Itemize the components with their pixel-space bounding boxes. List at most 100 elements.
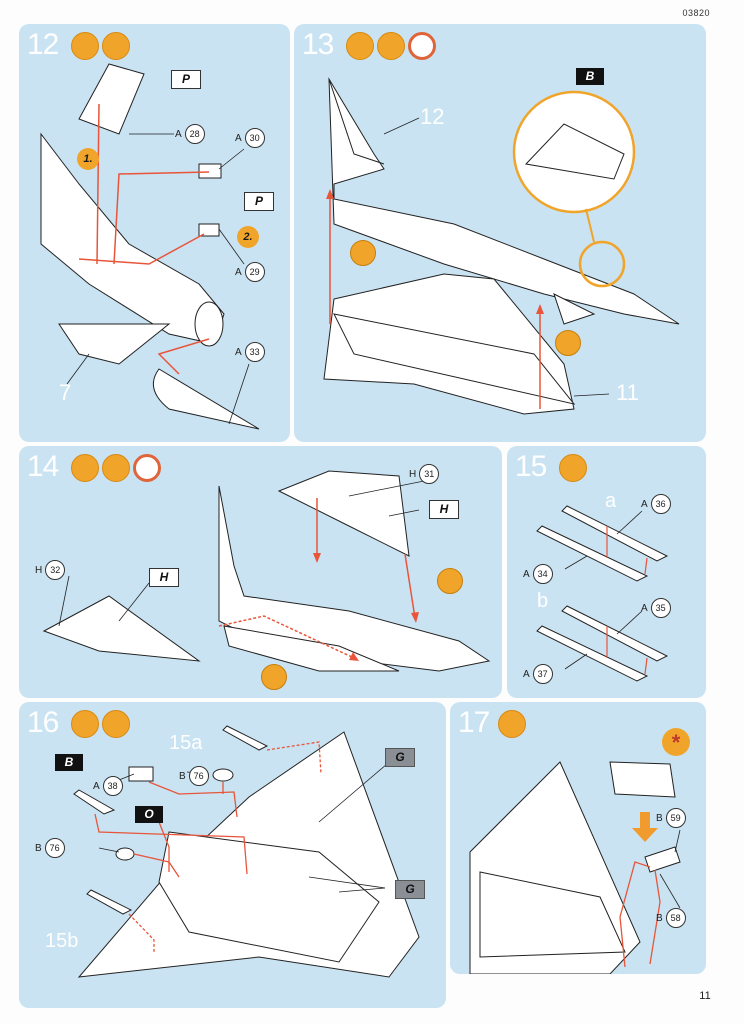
- part-label: A 37: [523, 664, 553, 684]
- part-number: 28: [184, 124, 205, 144]
- glue-tube-icon: [71, 32, 99, 60]
- sprue-letter: A: [641, 602, 648, 614]
- sprue-letter: A: [235, 266, 242, 278]
- flag-b: B: [55, 754, 83, 771]
- step-number: 12: [27, 28, 59, 61]
- glue-tube-icon: [71, 710, 99, 738]
- paint-brush-icon: [377, 32, 405, 60]
- step-16-illustration: [73, 725, 420, 978]
- page-number: 11: [699, 990, 711, 1002]
- reference-label: 7: [59, 380, 72, 405]
- product-code: 03820: [682, 8, 710, 18]
- step-15-panel: 15 a b A 36 A 34 A 35 A 37: [507, 446, 706, 698]
- step-12-panel: 12 P P 1. 2. A 28 A 30 A 29 A 33 7: [19, 24, 290, 442]
- paint-brush-icon: [102, 454, 130, 482]
- part-number: 33: [244, 342, 265, 362]
- sprue-letter: H: [35, 564, 43, 576]
- step-number: 16: [27, 706, 59, 739]
- part-number: 76: [44, 838, 65, 858]
- part-number: 31: [419, 464, 440, 484]
- sprue-letter: B: [656, 912, 663, 924]
- part-label: B 76: [179, 766, 209, 786]
- step-13-panel: 13 B 12 11: [294, 24, 706, 442]
- part-number: 32: [45, 560, 66, 580]
- sprue-letter: A: [523, 668, 530, 680]
- paint-brush-icon: [102, 32, 130, 60]
- sprue-letter: H: [409, 468, 417, 480]
- special-note-icon: *: [662, 728, 690, 756]
- step-16-icons: [71, 710, 130, 738]
- sprue-letter: B: [35, 842, 42, 854]
- part-number: 36: [650, 494, 671, 514]
- step-number: 15: [515, 450, 547, 483]
- glue-icon: [555, 330, 581, 356]
- flag-b: B: [576, 68, 604, 85]
- sub-label-15a: 15a: [169, 732, 203, 754]
- step-17-illustration: [469, 761, 681, 974]
- reference-label: 12: [420, 104, 445, 129]
- part-number: 35: [650, 598, 671, 618]
- paint-brush-icon: [102, 710, 130, 738]
- sub-label-15b: 15b: [45, 930, 79, 952]
- part-label: H 31: [409, 464, 440, 484]
- sprue-letter: B: [656, 812, 663, 824]
- glue-icon: [437, 568, 463, 594]
- part-number: 76: [188, 766, 209, 786]
- part-label: A 33: [235, 342, 265, 362]
- sprue-letter: A: [93, 780, 100, 792]
- part-label: B 76: [35, 838, 65, 858]
- part-number: 34: [532, 564, 553, 584]
- part-number: 58: [665, 908, 686, 928]
- part-number: 38: [102, 776, 123, 796]
- flag-o: O: [135, 806, 163, 823]
- step-17-icons: [498, 710, 526, 738]
- part-label: A 29: [235, 262, 265, 282]
- flag-g: G: [395, 880, 425, 899]
- flag-h: H: [429, 500, 459, 519]
- sprue-letter: A: [175, 128, 182, 140]
- flag-p: P: [171, 70, 201, 89]
- glue-tube-icon: [498, 710, 526, 738]
- step-number: 14: [27, 450, 59, 483]
- step-14-icons: [71, 454, 161, 482]
- part-label: B 58: [656, 908, 686, 928]
- clock-icon: [408, 32, 436, 60]
- sequence-marker: 2.: [237, 226, 259, 248]
- clock-icon: [133, 454, 161, 482]
- sequence-marker: 1.: [77, 148, 99, 170]
- sprue-letter: A: [523, 568, 530, 580]
- sprue-letter: A: [235, 132, 242, 144]
- part-number: 29: [244, 262, 265, 282]
- step-15-icons: [559, 454, 587, 482]
- part-label: A 35: [641, 598, 671, 618]
- glue-icon: [261, 664, 287, 690]
- part-label: A 38: [93, 776, 123, 796]
- glue-tube-icon: [346, 32, 374, 60]
- step-17-panel: 17 * B 59 B 58: [450, 702, 706, 974]
- step-16-panel: 16 B O G G 15a 15b A 38 B 76 B 76: [19, 702, 446, 1008]
- part-label: A 30: [235, 128, 265, 148]
- sprue-letter: B: [179, 770, 186, 782]
- reference-label: 11: [616, 380, 639, 405]
- glue-icon: [350, 240, 376, 266]
- glue-tube-icon: [559, 454, 587, 482]
- part-label: A 28: [175, 124, 205, 144]
- sprue-letter: A: [235, 346, 242, 358]
- step-12-icons: [71, 32, 130, 60]
- step-number: 17: [458, 706, 490, 739]
- step-15-illustration: [536, 505, 669, 682]
- sub-label-a: a: [605, 490, 617, 512]
- flag-p: P: [244, 192, 274, 211]
- part-label: A 34: [523, 564, 553, 584]
- step-13-icons: [346, 32, 436, 60]
- sprue-letter: A: [641, 498, 648, 510]
- part-number: 37: [532, 664, 553, 684]
- part-label: B 59: [656, 808, 686, 828]
- step-14-illustration: [42, 470, 491, 672]
- step-12-illustration: [40, 63, 260, 430]
- part-label: H 32: [35, 560, 66, 580]
- flag-g: G: [385, 748, 415, 767]
- part-number: 30: [244, 128, 265, 148]
- step-14-panel: 14 H H H 31 H 32: [19, 446, 502, 698]
